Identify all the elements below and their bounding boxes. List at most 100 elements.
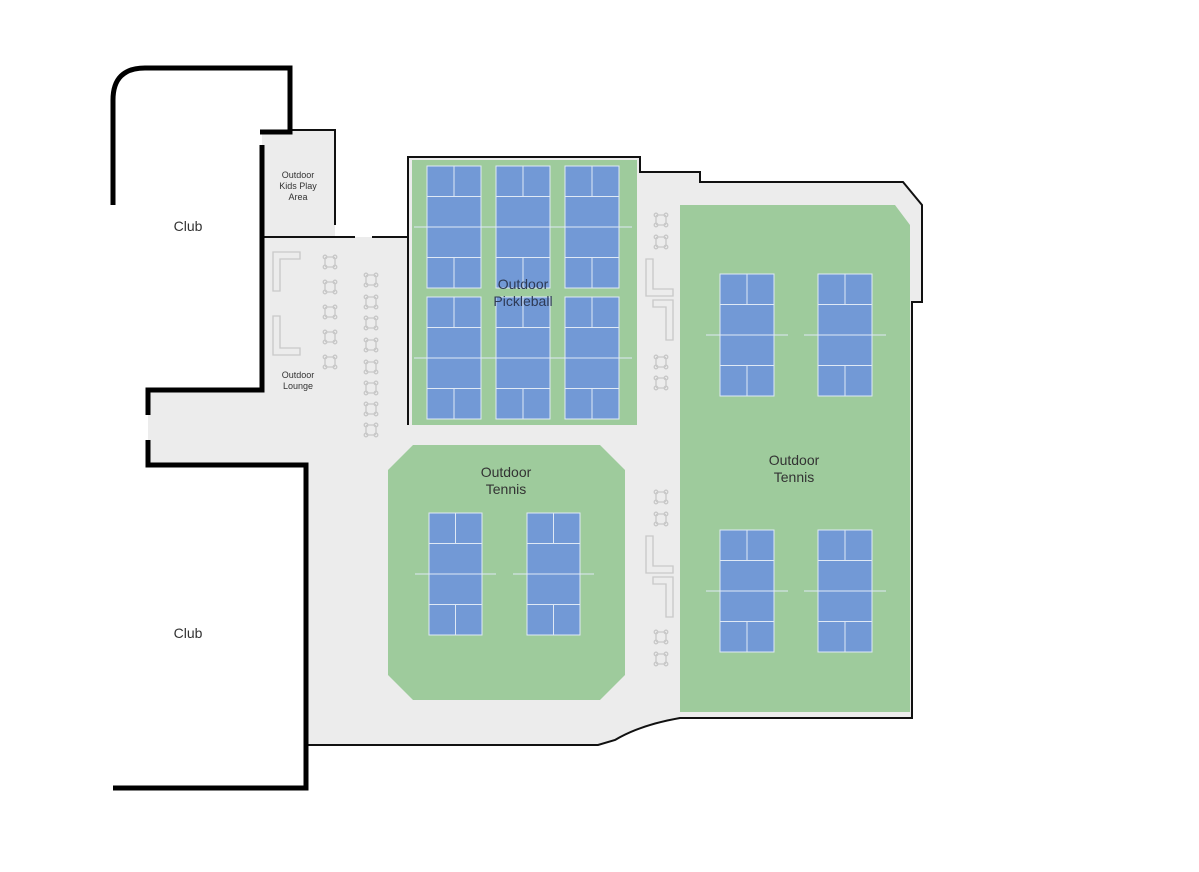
chair-shape bbox=[653, 499, 659, 505]
table-icon bbox=[653, 629, 669, 645]
table-shape bbox=[365, 339, 377, 351]
pickleball-label: Outdoor Pickleball bbox=[493, 276, 552, 310]
chair-shape bbox=[373, 401, 379, 407]
sofa-icon bbox=[652, 576, 674, 618]
chair-shape bbox=[653, 651, 659, 657]
chair-shape bbox=[332, 289, 338, 295]
chair-shape bbox=[663, 212, 669, 218]
label-line: Area bbox=[288, 191, 308, 202]
table-shape bbox=[365, 296, 377, 308]
chair-shape bbox=[653, 222, 659, 228]
table-shape bbox=[365, 317, 377, 329]
exterior-walls bbox=[110, 65, 309, 791]
label-line: Outdoor bbox=[281, 170, 315, 180]
table-icon bbox=[653, 651, 669, 667]
tennis-center-grass bbox=[388, 445, 625, 700]
chair-shape bbox=[663, 651, 669, 657]
chair-shape bbox=[363, 359, 369, 365]
chair-shape bbox=[363, 294, 369, 300]
table-icon bbox=[322, 329, 338, 345]
chair-shape bbox=[373, 369, 379, 375]
chair-shape bbox=[663, 511, 669, 517]
chair-shape bbox=[332, 314, 338, 320]
chair-shape bbox=[363, 347, 369, 353]
sofa-icon bbox=[272, 251, 301, 292]
table-icon bbox=[653, 511, 669, 527]
table-shape bbox=[365, 274, 377, 286]
table-icon bbox=[363, 422, 379, 438]
table-shape bbox=[655, 631, 667, 643]
chair-shape bbox=[653, 521, 659, 527]
table-shape bbox=[655, 356, 667, 368]
table-icon bbox=[363, 401, 379, 417]
chair-shape bbox=[653, 489, 659, 495]
label-line: Outdoor bbox=[768, 452, 820, 468]
table-shape bbox=[655, 491, 667, 503]
table-shape bbox=[324, 256, 336, 268]
table-icon bbox=[653, 354, 669, 370]
court bbox=[804, 273, 886, 397]
table-shape bbox=[365, 403, 377, 415]
table-shape bbox=[655, 653, 667, 665]
chair-shape bbox=[373, 422, 379, 428]
chair-shape bbox=[373, 347, 379, 353]
chair-shape bbox=[373, 337, 379, 343]
court bbox=[804, 529, 886, 653]
label-line: Outdoor bbox=[497, 276, 549, 292]
chair-shape bbox=[363, 401, 369, 407]
chair-shape bbox=[663, 499, 669, 505]
chair-shape bbox=[373, 432, 379, 438]
tennis-center-label: Outdoor Tennis bbox=[481, 464, 532, 498]
chair-shape bbox=[363, 411, 369, 417]
chair-shape bbox=[363, 337, 369, 343]
chair-shape bbox=[653, 385, 659, 391]
label-line: Pickleball bbox=[493, 292, 553, 309]
chair-shape bbox=[363, 325, 369, 331]
table-shape bbox=[324, 331, 336, 343]
chair-shape bbox=[663, 244, 669, 250]
chair-shape bbox=[663, 661, 669, 667]
table-icon bbox=[363, 272, 379, 288]
table-shape bbox=[365, 361, 377, 373]
chair-shape bbox=[322, 254, 328, 260]
chair-shape bbox=[663, 629, 669, 635]
table-shape bbox=[655, 513, 667, 525]
chair-shape bbox=[363, 422, 369, 428]
chair-shape bbox=[363, 369, 369, 375]
chair-shape bbox=[332, 264, 338, 270]
chair-shape bbox=[373, 359, 379, 365]
table-icon bbox=[322, 354, 338, 370]
chair-shape bbox=[653, 511, 659, 517]
table-icon bbox=[363, 294, 379, 310]
chair-shape bbox=[373, 294, 379, 300]
chair-shape bbox=[373, 272, 379, 278]
table-shape bbox=[655, 236, 667, 248]
chair-shape bbox=[363, 380, 369, 386]
club-top-label: Club bbox=[173, 218, 203, 234]
table-icon bbox=[653, 375, 669, 391]
chair-shape bbox=[653, 244, 659, 250]
label-line: Tennis bbox=[773, 468, 815, 485]
table-shape bbox=[655, 377, 667, 389]
label-line: Kids Play bbox=[279, 180, 317, 191]
chair-shape bbox=[332, 279, 338, 285]
chair-shape bbox=[373, 325, 379, 331]
chair-shape bbox=[663, 385, 669, 391]
court bbox=[513, 512, 594, 636]
chair-shape bbox=[663, 375, 669, 381]
chair-shape bbox=[653, 375, 659, 381]
table-icon bbox=[322, 304, 338, 320]
chair-shape bbox=[322, 329, 328, 335]
table-icon bbox=[653, 212, 669, 228]
chair-shape bbox=[332, 329, 338, 335]
chair-shape bbox=[653, 354, 659, 360]
tennis-right-label: Outdoor Tennis bbox=[769, 452, 820, 486]
chair-shape bbox=[363, 272, 369, 278]
thin-walls bbox=[262, 129, 923, 746]
table-icon bbox=[363, 359, 379, 375]
chair-shape bbox=[653, 212, 659, 218]
outdoor-lounge-label: Outdoor Lounge bbox=[282, 370, 315, 392]
chair-shape bbox=[322, 279, 328, 285]
chair-shape bbox=[322, 339, 328, 345]
